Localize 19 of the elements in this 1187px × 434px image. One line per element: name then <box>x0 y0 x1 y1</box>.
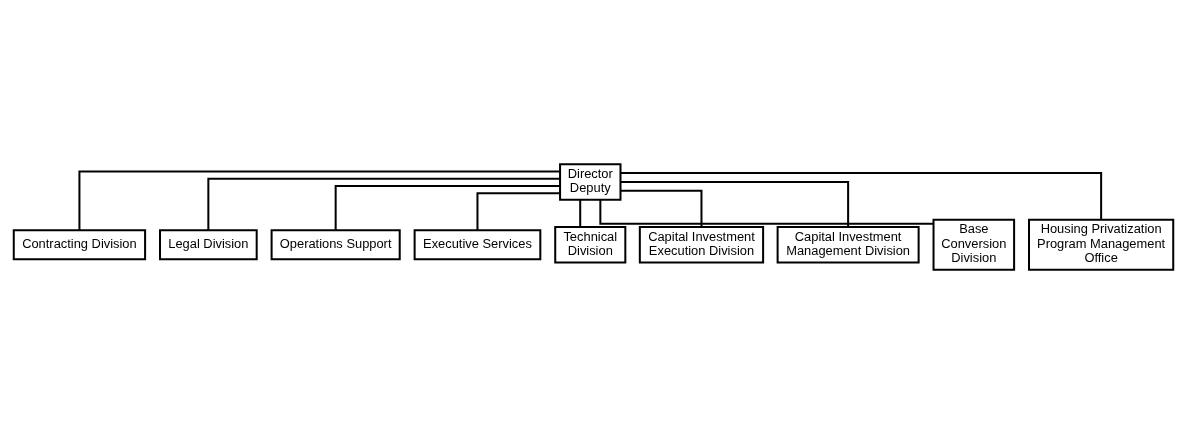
connector <box>579 199 582 227</box>
node-box: Operations Support <box>270 229 401 261</box>
node-box: Capital Investment Execution Division <box>638 226 765 264</box>
node-box: Technical Division <box>554 226 627 264</box>
node-box: Capital Investment Management Division <box>776 226 920 264</box>
connector <box>620 189 703 227</box>
connector <box>78 170 560 230</box>
node-box: Contracting Division <box>12 229 147 261</box>
connector <box>334 184 560 231</box>
connector <box>476 192 561 231</box>
connector <box>207 177 560 231</box>
node-box: Housing Privatization Program Management Office <box>1028 218 1175 271</box>
connector <box>620 180 850 227</box>
node-box: Legal Division <box>159 229 258 261</box>
connector <box>620 172 1103 220</box>
node-box: Executive Services <box>413 229 542 261</box>
connector <box>599 199 934 225</box>
node-box: Director Deputy <box>559 163 622 201</box>
node-box: Base Conversion Division <box>932 218 1016 271</box>
